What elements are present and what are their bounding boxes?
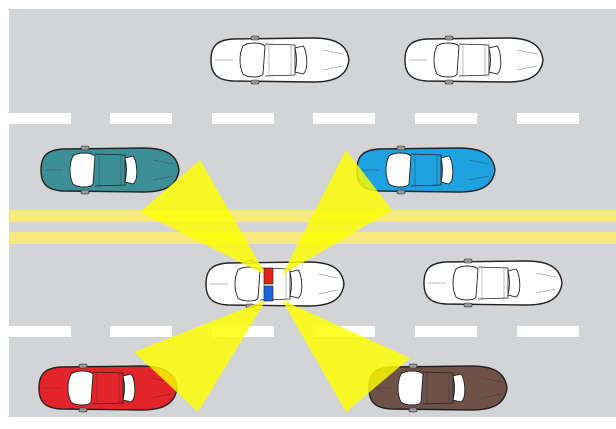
car-white-right <box>424 259 562 307</box>
car-blue <box>357 146 495 194</box>
car-white-top-right <box>405 36 543 84</box>
car-white-top-left <box>211 36 349 84</box>
car-police <box>206 260 344 308</box>
car-teal <box>41 146 179 194</box>
